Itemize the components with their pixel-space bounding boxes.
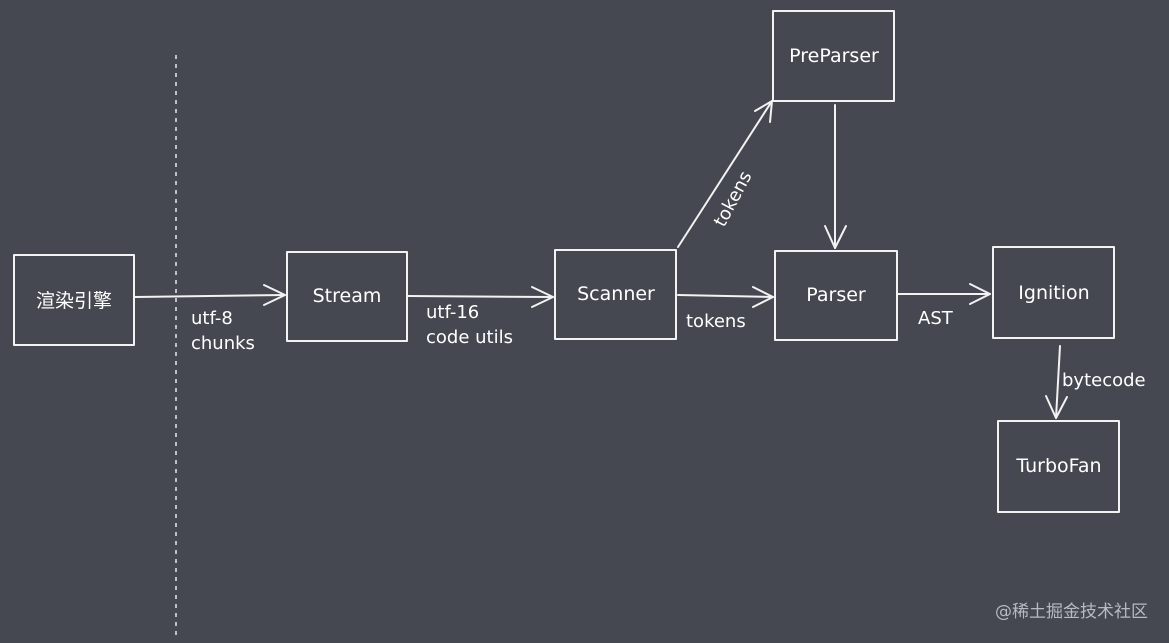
edge-stream-to-scanner-label-2: code utils [426, 327, 513, 348]
node-turbofan: TurboFan [997, 420, 1120, 513]
node-turbofan-label: TurboFan [1015, 455, 1101, 477]
edge-preparser-to-parser [824, 104, 847, 249]
edge-ignition-to-turbofan-line [1055, 345, 1061, 419]
node-preparser-box [772, 10, 895, 102]
node-preparser: PreParser [772, 10, 895, 102]
node-stream-box [286, 251, 408, 342]
edge-scanner-to-parser-line [677, 294, 774, 298]
edge-render-to-stream-label-1: utf-8 [191, 308, 233, 329]
edge-preparser-to-parser-arrowhead [824, 225, 847, 249]
edge-parser-to-ignition-arrowhead [969, 283, 991, 305]
watermark-text: @稀土掘金技术社区 [995, 602, 1148, 622]
edge-scanner-to-preparser-line [677, 100, 773, 248]
edge-scanner-to-parser-arrowhead [752, 286, 774, 308]
node-render-engine-box [13, 254, 135, 346]
edge-scanner-to-parser: tokens [677, 286, 774, 332]
node-render-engine-label: 渲染引擎 [36, 290, 112, 312]
edge-stream-to-scanner-arrowhead [531, 286, 554, 308]
edge-stream-to-scanner-label-1: utf-16 [426, 302, 479, 323]
edge-scanner-to-preparser: tokens [677, 100, 773, 248]
node-preparser-label: PreParser [789, 45, 879, 67]
edge-ignition-to-turbofan-label: bytecode [1062, 370, 1146, 391]
node-turbofan-box [997, 420, 1120, 513]
edge-parser-to-ignition-label: AST [918, 308, 954, 329]
node-ignition-label: Ignition [1018, 282, 1089, 304]
edge-render-to-stream-label-2: chunks [191, 333, 255, 354]
edge-scanner-to-parser-label: tokens [686, 311, 746, 332]
node-scanner: Scanner [554, 249, 677, 340]
edge-render-to-stream: utf-8 chunks [134, 284, 286, 354]
node-render-engine: 渲染引擎 [13, 254, 135, 346]
node-ignition: Ignition [992, 246, 1115, 339]
edge-render-to-stream-line [134, 294, 286, 298]
edge-ignition-to-turbofan: bytecode [1045, 345, 1146, 419]
node-stream: Stream [286, 251, 408, 342]
edge-ignition-to-turbofan-arrowhead [1045, 395, 1068, 419]
edge-stream-to-scanner: utf-16 code utils [407, 286, 554, 348]
node-parser: Parser [774, 250, 898, 341]
edge-stream-to-scanner-line [407, 295, 554, 298]
node-parser-box [774, 250, 898, 341]
edge-render-to-stream-arrowhead [263, 284, 286, 306]
node-scanner-label: Scanner [577, 283, 655, 305]
edge-parser-to-ignition: AST [897, 283, 991, 329]
node-stream-label: Stream [313, 285, 382, 307]
edge-scanner-to-preparser-label: tokens [710, 168, 757, 231]
node-ignition-box [992, 246, 1115, 339]
node-scanner-box [554, 249, 677, 340]
edge-scanner-to-preparser-arrowhead [754, 100, 773, 123]
node-parser-label: Parser [806, 284, 866, 306]
